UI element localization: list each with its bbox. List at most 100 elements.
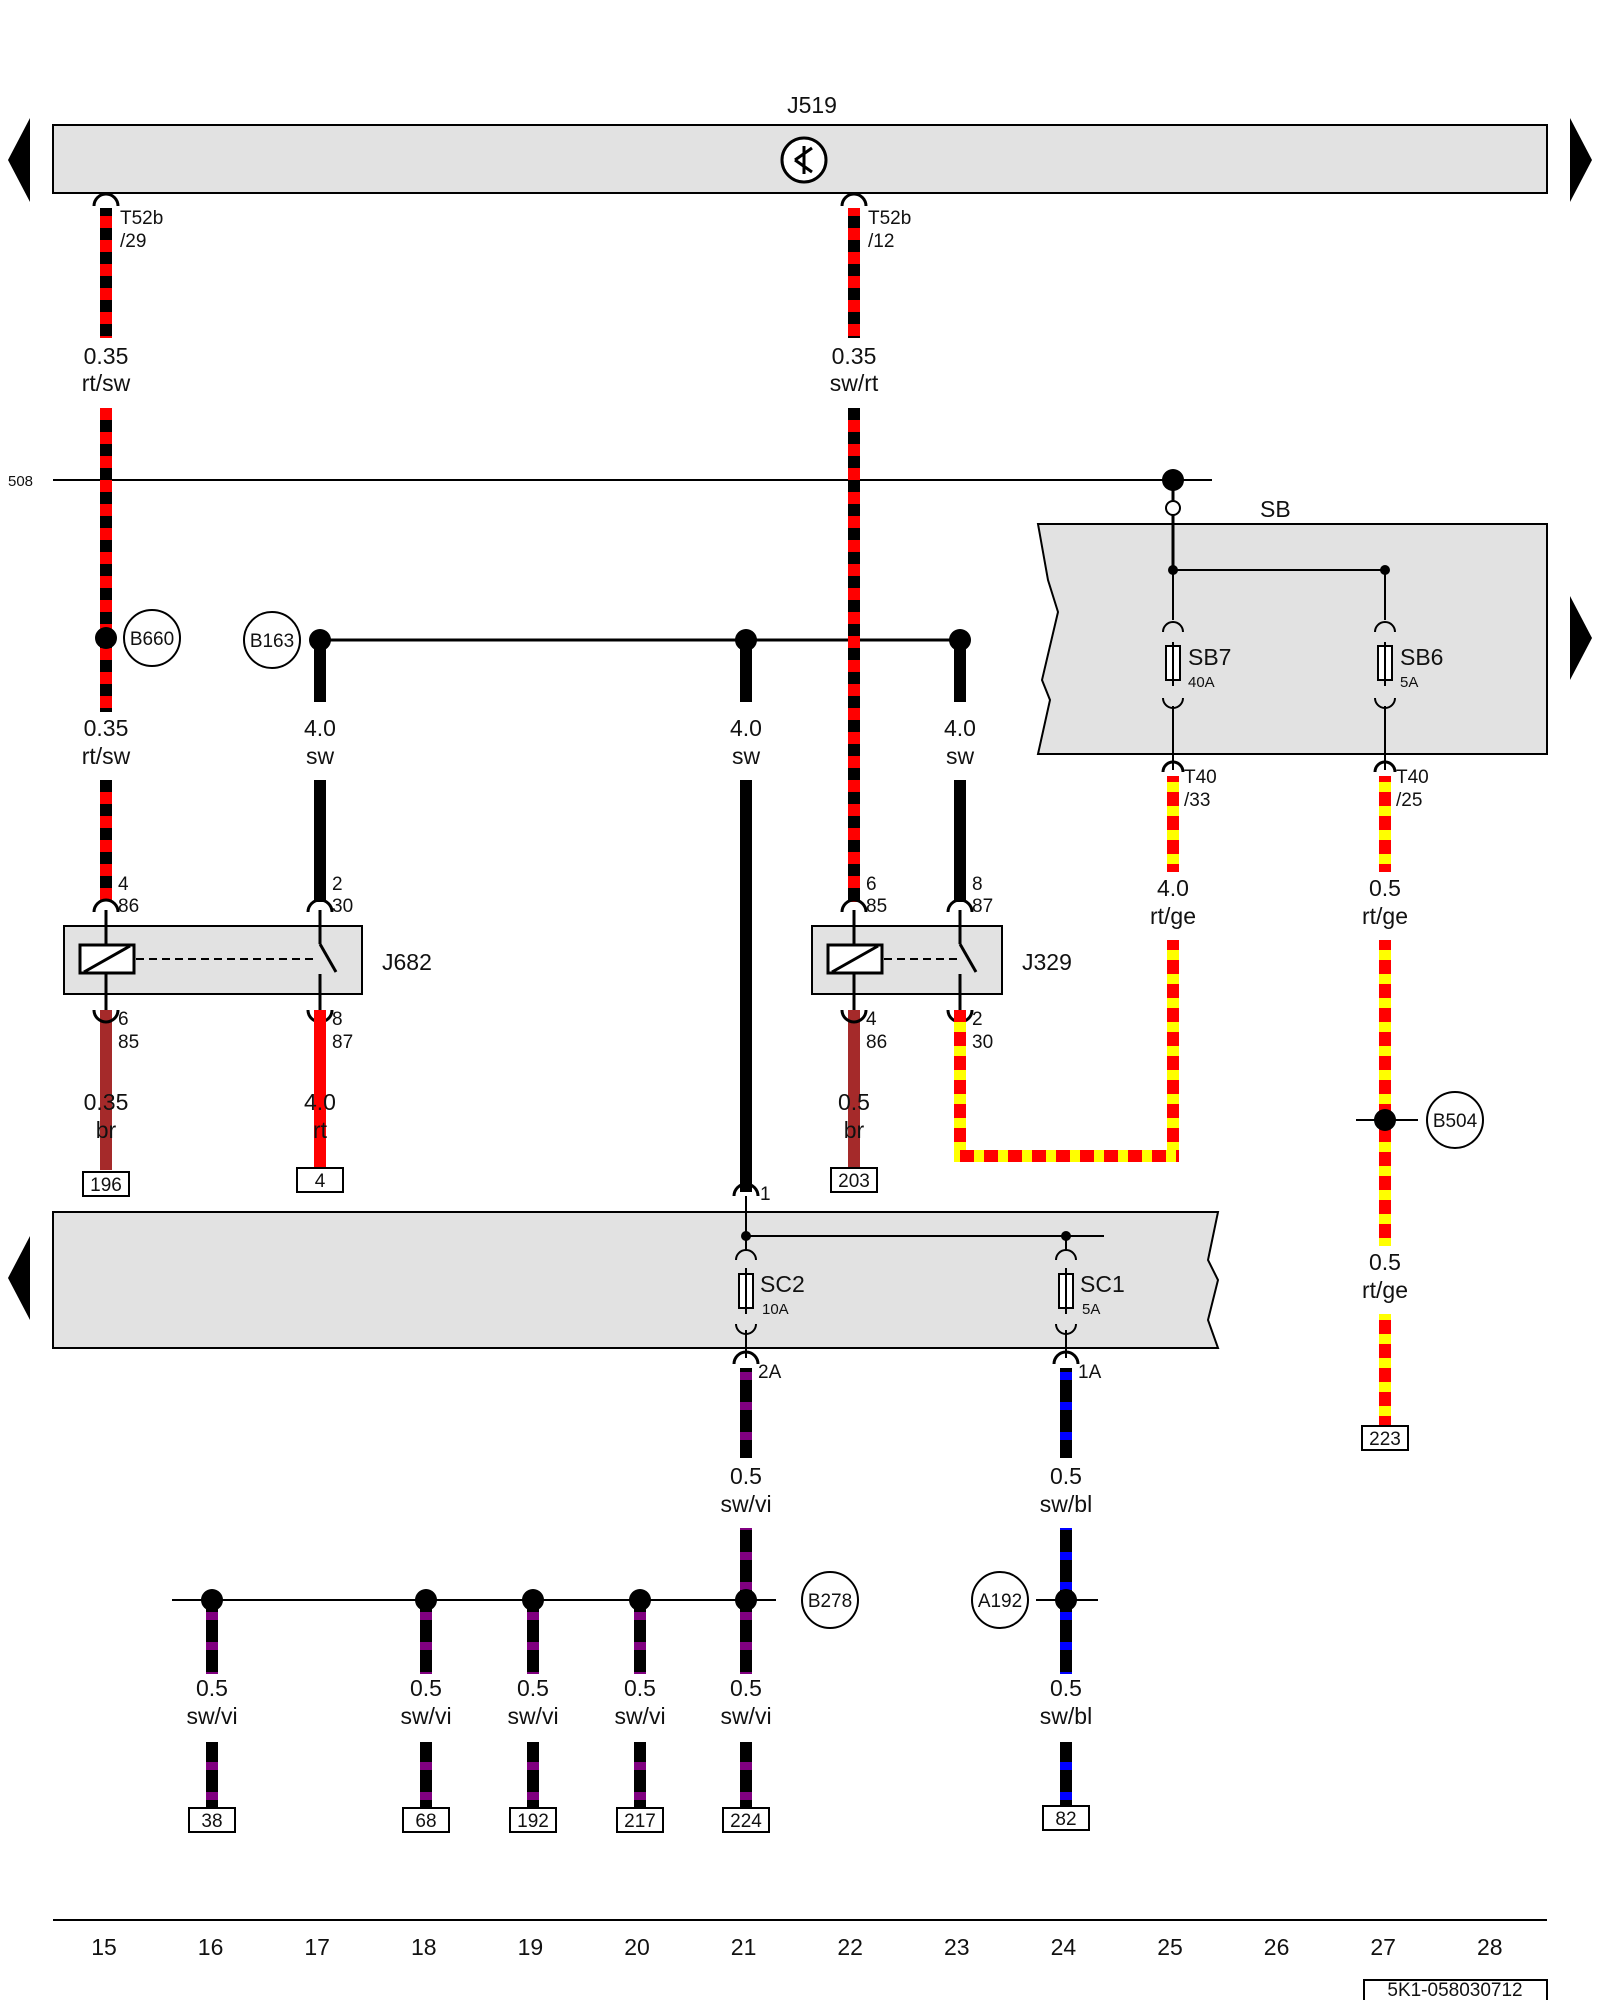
wire-col15: T52b /29 0.35 rt/sw 0.35 rt/sw [82,192,163,1170]
bus-508: 508 [8,469,1212,570]
track-number: 27 [1370,1934,1396,1960]
wire-col25: T40 /33 4.0 rt/ge [954,760,1217,1162]
svg-text:rt/sw: rt/sw [82,743,131,769]
svg-text:30: 30 [332,896,353,917]
svg-text:sw/bl: sw/bl [1040,1703,1092,1729]
svg-text:/25: /25 [1396,790,1422,811]
svg-text:br: br [96,1117,117,1143]
svg-text:0.5: 0.5 [1050,1675,1082,1701]
j682-label: J682 [382,949,432,975]
svg-text:2: 2 [972,1009,983,1030]
track-number: 26 [1264,1934,1290,1960]
svg-text:87: 87 [332,1032,353,1053]
svg-text:4: 4 [866,1009,877,1030]
svg-text:203: 203 [838,1171,870,1192]
track-number: 21 [731,1934,757,1960]
svg-text:B278: B278 [808,1591,852,1612]
track-number: 18 [411,1934,437,1960]
svg-text:T40: T40 [1396,767,1429,788]
svg-text:4.0: 4.0 [1157,875,1189,901]
track-number: 17 [304,1934,330,1960]
svg-text:217: 217 [624,1811,656,1832]
svg-text:30: 30 [972,1032,993,1053]
track-number: 28 [1477,1934,1503,1960]
left-arrow-top-icon [8,118,30,202]
sb-label: SB [1260,496,1291,522]
j519-module: J519 [52,92,1548,194]
left-arrow-bottom-icon [8,1236,30,1320]
ground-b163 [243,611,301,669]
svg-text:0.5: 0.5 [730,1463,762,1489]
svg-text:0.5: 0.5 [730,1675,762,1701]
svg-text:rt/ge: rt/ge [1362,903,1408,929]
b163-bus: B163 4.0 sw 4.0 sw 4.0 sw [243,611,976,1192]
wire-col22: T52b /12 0.35 sw/rt [830,192,911,1170]
svg-text:sw/rt: sw/rt [830,370,879,396]
fuse-sb6: SB6 5A [1374,570,1443,770]
ground-b504 [1426,1091,1484,1149]
sb-fuse-panel: SB [1036,496,1548,755]
svg-text:B504: B504 [1433,1111,1478,1132]
svg-text:0.5: 0.5 [624,1675,656,1701]
wire-col21-swvi: 2A 0.5 sw/vi [720,1350,782,1674]
svg-text:4.0: 4.0 [304,1089,336,1115]
svg-text:sw: sw [306,743,335,769]
svg-text:rt/ge: rt/ge [1150,903,1196,929]
svg-text:0.5: 0.5 [838,1089,870,1115]
svg-text:4.0: 4.0 [944,715,976,741]
svg-text:/33: /33 [1184,790,1210,811]
svg-text:T40: T40 [1184,767,1217,788]
track-number: 23 [944,1934,970,1960]
track-number: 24 [1051,1934,1077,1960]
track-number: 22 [837,1934,863,1960]
svg-text:br: br [844,1117,865,1143]
wire-col17-lower [314,1010,326,1170]
svg-text:224: 224 [730,1811,762,1832]
doc-code: 5K1-058030712 [1387,1980,1522,2000]
svg-text:sw/vi: sw/vi [186,1703,237,1729]
svg-text:5A: 5A [1082,1301,1100,1318]
ground-b278 [801,1571,859,1629]
svg-text:0.35: 0.35 [84,715,129,741]
svg-text:sw/vi: sw/vi [400,1703,451,1729]
svg-text:87: 87 [972,896,993,917]
svg-text:8: 8 [972,874,983,895]
svg-text:1: 1 [760,1184,771,1205]
svg-text:sw/vi: sw/vi [507,1703,558,1729]
ref-boxes: 196 4 203 223 38 68 192 217 224 82 [82,1167,1409,1833]
svg-text:4: 4 [118,874,129,895]
svg-text:rt/ge: rt/ge [1362,1277,1408,1303]
j329-label: J329 [1022,949,1072,975]
svg-text:0.5: 0.5 [1369,875,1401,901]
svg-text:8: 8 [332,1009,343,1030]
svg-text:sw/vi: sw/vi [720,1491,771,1517]
svg-text:5A: 5A [1400,674,1418,691]
svg-text:0.35: 0.35 [832,343,877,369]
svg-text:sw: sw [946,743,975,769]
sc2-label: SC2 [760,1271,805,1297]
svg-text:sw/bl: sw/bl [1040,1491,1092,1517]
b660-junction [95,627,117,649]
svg-text:0.35: 0.35 [84,1089,129,1115]
svg-text:68: 68 [415,1811,436,1832]
svg-text:0.5: 0.5 [196,1675,228,1701]
svg-text:4: 4 [315,1171,326,1192]
svg-text:86: 86 [118,896,139,917]
svg-text:B660: B660 [130,629,174,650]
ground-a192 [971,1571,1029,1629]
svg-text:0.5: 0.5 [1050,1463,1082,1489]
svg-text:0.5: 0.5 [1369,1249,1401,1275]
relay-j329: J329 6 85 8 87 4 86 2 30 [811,874,1072,1053]
svg-text:rt/sw: rt/sw [82,370,131,396]
fuse-sc-block: 1 [732,1182,1104,1241]
svg-text:10A: 10A [762,1301,789,1318]
svg-text:T52b: T52b [120,208,163,229]
right-arrow-mid-icon [1570,596,1592,680]
track-number: 16 [198,1934,224,1960]
svg-text:sw/vi: sw/vi [614,1703,665,1729]
svg-text:2: 2 [332,874,343,895]
sb6-label: SB6 [1400,644,1443,670]
svg-text:T52b: T52b [868,208,911,229]
